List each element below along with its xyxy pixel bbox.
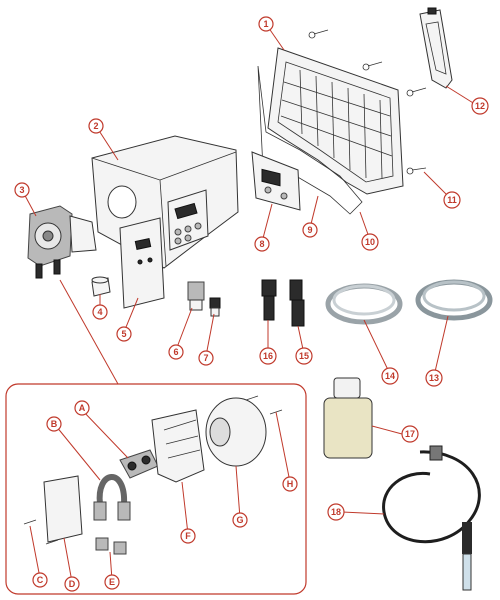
svg-text:E: E <box>109 577 115 587</box>
callout-F: F <box>180 528 196 544</box>
svg-text:9: 9 <box>307 225 312 235</box>
pump-roller <box>119 449 159 479</box>
callout-16: 16 <box>259 347 277 365</box>
callout-C: C <box>32 572 48 588</box>
svg-text:15: 15 <box>299 351 309 361</box>
callout-18: 18 <box>327 503 345 521</box>
detail-inset <box>5 279 307 595</box>
callout-A: A <box>74 400 90 416</box>
tube-coil-clear <box>325 283 403 325</box>
callout-12: 12 <box>471 97 489 115</box>
callout-17: 17 <box>401 425 419 443</box>
callout-11: 11 <box>443 191 461 209</box>
svg-text:3: 3 <box>19 185 24 195</box>
probe-cable <box>382 445 481 591</box>
calibration-bottle <box>323 377 373 459</box>
svg-text:4: 4 <box>97 307 102 317</box>
callout-5: 5 <box>116 326 132 342</box>
callout-G: G <box>232 512 248 528</box>
cable-gland-small <box>209 297 221 317</box>
callout-B: B <box>46 416 62 432</box>
svg-text:H: H <box>287 479 294 489</box>
svg-text:A: A <box>79 403 86 413</box>
pump-housing <box>91 135 239 269</box>
callout-14: 14 <box>381 367 399 385</box>
pump-motor <box>205 397 267 467</box>
callout-D: D <box>64 576 80 592</box>
leader-lines <box>21 23 479 583</box>
svg-text:7: 7 <box>203 353 208 363</box>
tube-coil-pvc <box>415 279 493 321</box>
callout-8: 8 <box>254 236 270 252</box>
back-plate <box>267 47 404 195</box>
fitting <box>91 276 111 297</box>
svg-text:5: 5 <box>121 329 126 339</box>
cable-gland-large <box>187 281 205 311</box>
svg-text:2: 2 <box>93 121 98 131</box>
svg-text:B: B <box>51 419 58 429</box>
svg-text:11: 11 <box>447 195 457 205</box>
svg-text:6: 6 <box>173 347 178 357</box>
callout-15: 15 <box>295 347 313 365</box>
svg-text:13: 13 <box>429 373 439 383</box>
svg-text:16: 16 <box>263 351 273 361</box>
wall-bracket <box>419 7 453 89</box>
svg-text:8: 8 <box>259 239 264 249</box>
svg-text:C: C <box>37 575 44 585</box>
foot-valve <box>289 279 305 327</box>
svg-text:F: F <box>185 531 191 541</box>
callout-7: 7 <box>198 350 214 366</box>
callout-13: 13 <box>425 369 443 387</box>
callout-H: H <box>282 476 298 492</box>
pump-tube <box>93 474 131 521</box>
svg-text:1: 1 <box>263 19 268 29</box>
pump-body <box>151 409 205 483</box>
pump-cover <box>43 475 83 543</box>
front-cover-panel <box>119 217 165 309</box>
callout-6: 6 <box>168 344 184 360</box>
callout-9: 9 <box>302 222 318 238</box>
svg-text:G: G <box>236 515 243 525</box>
callout-3: 3 <box>14 182 30 198</box>
callout-2: 2 <box>88 118 104 134</box>
callout-4: 4 <box>92 304 108 320</box>
svg-text:14: 14 <box>385 371 395 381</box>
circuit-board <box>251 151 301 211</box>
screws <box>308 29 427 175</box>
svg-text:10: 10 <box>365 237 375 247</box>
pump-head <box>27 205 97 279</box>
svg-text:12: 12 <box>475 101 485 111</box>
svg-text:D: D <box>69 579 76 589</box>
svg-text:17: 17 <box>405 429 415 439</box>
callout-1: 1 <box>258 16 274 32</box>
callout-E: E <box>104 574 120 590</box>
inset-nuts <box>95 537 127 555</box>
injection-valve <box>261 279 277 321</box>
svg-text:18: 18 <box>331 507 341 517</box>
callout-10: 10 <box>361 233 379 251</box>
